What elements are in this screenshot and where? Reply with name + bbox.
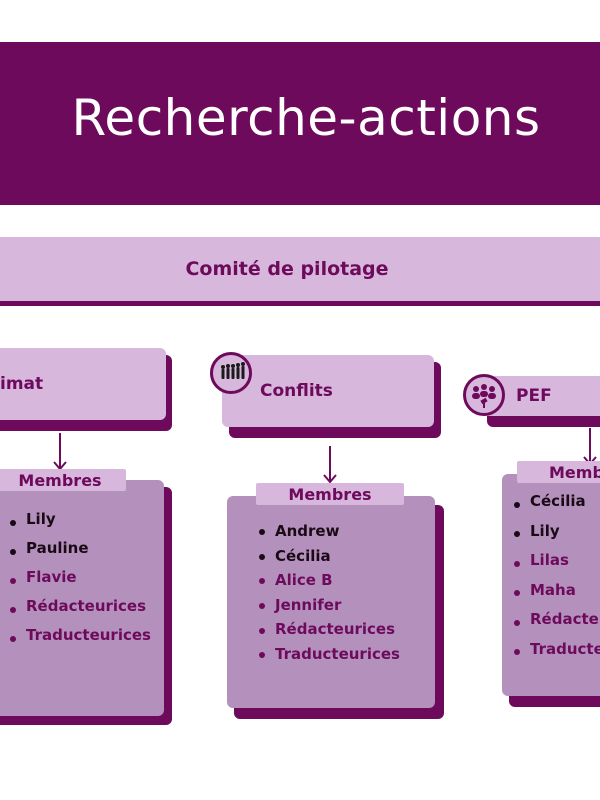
member-item: Rédacteu [514, 608, 600, 638]
member-item: Rédacteurices [10, 595, 151, 624]
member-item: Pauline [10, 537, 151, 566]
group-2-members-box: Andrew Cécilia Alice B Jennifer Rédacteu… [227, 496, 435, 708]
member-item: Traducte [514, 638, 600, 668]
member-item: Maha [514, 579, 600, 609]
title-banner: Recherche-actions [0, 42, 600, 205]
group-2-name: Conflits [260, 381, 333, 401]
group-1-members-tag: Membres [0, 469, 126, 491]
member-item: Lily [10, 508, 151, 537]
member-item: Rédacteurices [259, 618, 400, 643]
member-item: Flavie [10, 566, 151, 595]
group-1-name: imat [0, 374, 44, 394]
member-item: Cécilia [259, 545, 400, 570]
people-walking-icon [210, 352, 252, 394]
group-2-arrow [323, 446, 337, 484]
page-title: Recherche-actions [71, 88, 541, 147]
member-item: Alice B [259, 569, 400, 594]
member-item: Lily [514, 520, 600, 550]
member-item: Traducteurices [259, 643, 400, 668]
group-3-member-list: Cécilia Lily Lilas Maha Rédacteu Traduct… [514, 490, 600, 667]
group-3-members-box: Cécilia Lily Lilas Maha Rédacteu Traduct… [502, 474, 600, 696]
group-1-header: imat [0, 348, 166, 420]
member-item: Traducteurices [10, 624, 151, 653]
steering-committee-label: Comité de pilotage [185, 258, 389, 280]
group-1-member-list: Lily Pauline Flavie Rédacteurices Traduc… [10, 508, 151, 653]
member-item: Lilas [514, 549, 600, 579]
group-1-arrow [53, 433, 67, 471]
people-gavel-icon [463, 374, 505, 416]
member-item: Cécilia [514, 490, 600, 520]
group-2-members-tag: Membres [256, 483, 404, 505]
group-2-header: Conflits [222, 355, 434, 427]
group-3-name: PEF [516, 386, 552, 406]
steering-committee-box: Comité de pilotage [0, 237, 600, 306]
member-item: Andrew [259, 520, 400, 545]
member-item: Jennifer [259, 594, 400, 619]
group-3-members-tag: Memb [517, 461, 600, 483]
group-1-members-box: Lily Pauline Flavie Rédacteurices Traduc… [0, 480, 164, 716]
group-2-member-list: Andrew Cécilia Alice B Jennifer Rédacteu… [259, 520, 400, 668]
